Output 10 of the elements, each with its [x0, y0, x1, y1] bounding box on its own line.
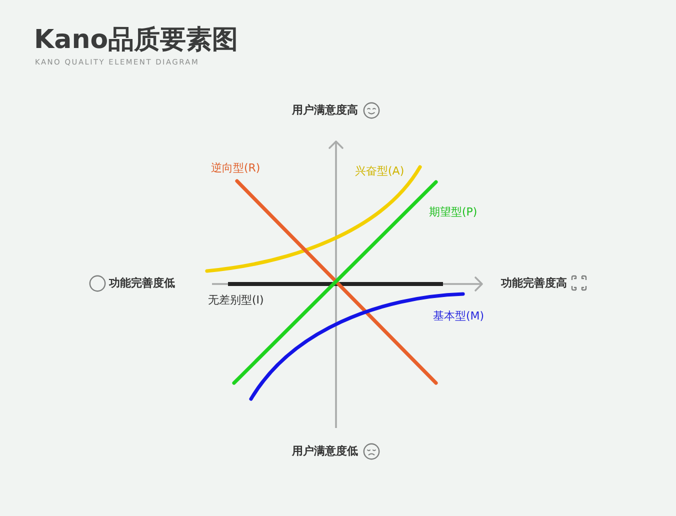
axis-label: 用户满意度高: [292, 104, 358, 116]
axis-label: 功能完善度低: [109, 278, 175, 288]
curve-label: 逆向型(R): [211, 162, 260, 174]
axis-label: 用户满意度低: [292, 446, 358, 456]
curve-label: 基本型(M): [433, 310, 484, 322]
curve-label: 无差别型(I): [208, 294, 264, 306]
title: Kano品质要素图: [34, 27, 238, 53]
curve-label: 兴奋型(A): [355, 166, 404, 176]
axis-label: 功能完善度高: [501, 278, 567, 288]
curve-label: 期望型(P): [429, 206, 478, 218]
